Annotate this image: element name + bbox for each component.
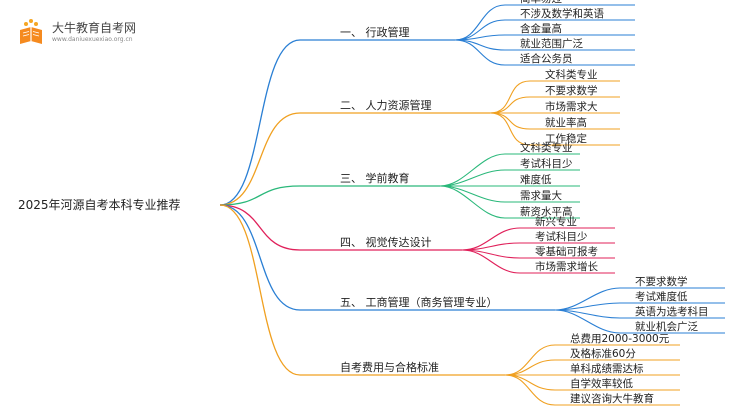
leaf-connector bbox=[489, 112, 531, 130]
leaf-label: 不涉及数学和英语 bbox=[520, 7, 604, 20]
leaf-label: 英语为选考科目 bbox=[635, 305, 709, 318]
leaf-connector bbox=[461, 249, 521, 274]
leaf-label: 及格标准60分 bbox=[570, 347, 636, 360]
leaf-label: 单科成绩需达标 bbox=[570, 362, 644, 375]
leaf-label: 考试科目少 bbox=[520, 157, 573, 170]
branch-label: 一、 行政管理 bbox=[340, 25, 410, 39]
leaf-label: 适合公务员 bbox=[520, 52, 573, 65]
leaf-label: 文科类专业 bbox=[520, 141, 573, 154]
leaf-label: 自学效率较低 bbox=[570, 377, 633, 390]
branch-connector bbox=[219, 112, 301, 206]
branch-label: 五、 工商管理（商务管理专业） bbox=[340, 295, 498, 309]
branch-connector bbox=[219, 185, 301, 206]
site-logo: 大牛教育自考网 www.daniuexuexiao.org.cn bbox=[14, 16, 137, 50]
leaf-label: 难度低 bbox=[520, 173, 552, 186]
leaf-label: 薪资水平高 bbox=[520, 205, 573, 218]
leaf-label: 零基础可报考 bbox=[535, 245, 598, 258]
branch-connector bbox=[219, 204, 301, 311]
leaf-connector bbox=[554, 309, 621, 334]
leaf-label: 建议咨询大牛教育 bbox=[570, 392, 654, 405]
branch-connector bbox=[219, 204, 301, 251]
leaf-connector bbox=[454, 39, 506, 66]
branch-label: 二、 人力资源管理 bbox=[340, 98, 432, 112]
leaf-connector bbox=[439, 185, 506, 219]
leaf-label: 考试难度低 bbox=[635, 290, 688, 303]
leaf-label: 考试科目少 bbox=[535, 230, 588, 243]
leaf-label: 含金量高 bbox=[520, 22, 562, 35]
branch-connector bbox=[219, 39, 301, 206]
logo-title: 大牛教育自考网 bbox=[52, 21, 137, 35]
branch-label: 四、 视觉传达设计 bbox=[340, 235, 432, 249]
leaf-connector bbox=[454, 39, 506, 51]
leaf-label: 文科类专业 bbox=[545, 68, 598, 81]
leaf-connector bbox=[439, 153, 506, 187]
leaf-label: 就业机会广泛 bbox=[635, 320, 698, 333]
leaf-label: 市场需求增长 bbox=[535, 260, 598, 273]
leaf-label: 就业范围广泛 bbox=[520, 37, 583, 50]
logo-url: www.daniuexuexiao.org.cn bbox=[52, 36, 133, 43]
leaf-connector bbox=[439, 185, 506, 203]
leaf-label: 工作稳定 bbox=[545, 132, 587, 145]
leaf-label: 简单易过 bbox=[520, 0, 562, 5]
leaf-connector bbox=[439, 169, 506, 187]
leaf-label: 不要求数学 bbox=[635, 275, 688, 288]
book-icon bbox=[14, 18, 48, 48]
branch-connector bbox=[219, 204, 301, 376]
leaf-label: 需求量大 bbox=[520, 189, 562, 202]
leaf-label: 新兴专业 bbox=[535, 215, 577, 228]
root-topic: 2025年河源自考本科专业推荐 bbox=[18, 197, 181, 212]
leaf-label: 就业率高 bbox=[545, 116, 587, 129]
branch-label: 自考费用与合格标准 bbox=[340, 360, 439, 374]
leaf-connector bbox=[504, 374, 556, 406]
leaf-label: 总费用2000-3000元 bbox=[570, 332, 670, 345]
branch-label: 三、 学前教育 bbox=[340, 171, 410, 185]
leaf-connector bbox=[504, 374, 556, 391]
leaf-connector bbox=[489, 112, 531, 146]
leaf-connector bbox=[454, 34, 506, 41]
leaf-connector bbox=[504, 359, 556, 376]
leaf-connector bbox=[489, 96, 531, 114]
leaf-label: 不要求数学 bbox=[545, 84, 598, 97]
leaf-label: 市场需求大 bbox=[545, 100, 598, 113]
